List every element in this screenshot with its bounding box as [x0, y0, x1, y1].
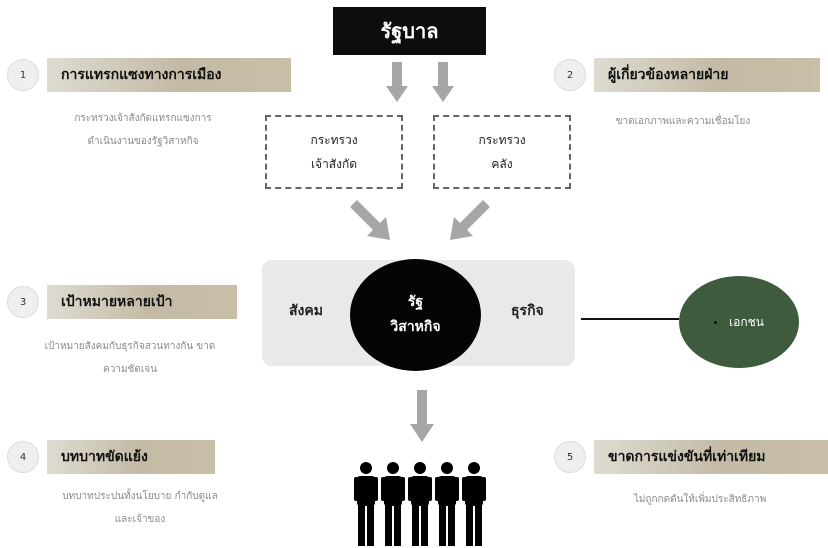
issue-4-description: บทบาทประปนทั้งนโยบาย กำกับดูแล และเจ้าขอ… [20, 485, 260, 531]
issue-4-number: 4 [7, 441, 39, 473]
issue-4-title: บทบาทขัดแย้ง [47, 440, 215, 474]
issue-5-title: ขาดการแข่งขันที่เท่าเทียม [594, 440, 828, 474]
arrow-diagonal-right-icon [350, 200, 396, 246]
issue-1-description: กระทรวงเจ้าสังกัดแทรกแซงการ ดำเนินงานของ… [22, 107, 264, 153]
state-enterprise-ellipse: รัฐ วิสาหกิจ [350, 259, 481, 371]
society-label: สังคม [289, 303, 323, 319]
state-enterprise-line1: รัฐ [407, 294, 424, 310]
issue-2-number: 2 [554, 59, 586, 91]
ministry-parent-box: กระทรวง เจ้าสังกัด [265, 115, 403, 189]
arrow-down-icon [432, 62, 454, 102]
issue-5-desc-line1: ไม่ถูกกดดันให้เพิ่มประสิทธิภาพ [633, 494, 767, 505]
people-group-icon [354, 462, 499, 546]
ministry-finance-line2: คลัง [491, 157, 513, 171]
issue-3-title: เป้าหมายหลายเป้า [47, 285, 237, 319]
ministry-finance-box: กระทรวง คลัง [433, 115, 571, 189]
issue-2-desc-line1: ขาดเอกภาพและความเชื่อมโยง [615, 116, 751, 127]
issue-1-title: การแทรกแซงทางการเมือง [47, 58, 291, 92]
issue-3-header: 3 เป้าหมายหลายเป้า [7, 285, 237, 319]
private-sector-label: เอกชน [729, 314, 764, 329]
issue-4-desc-line1: บทบาทประปนทั้งนโยบาย กำกับดูแล [62, 491, 218, 502]
ministry-parent-line1: กระทรวง [310, 133, 358, 147]
issue-1-header: 1 การแทรกแซงทางการเมือง [7, 58, 291, 92]
arrow-down-icon [386, 62, 408, 102]
state-enterprise-line2: วิสาหกิจ [390, 319, 441, 335]
issue-2-header: 2 ผู้เกี่ยวข้องหลายฝ่าย [554, 58, 820, 92]
ministry-finance-line1: กระทรวง [478, 133, 526, 147]
issue-2-description: ขาดเอกภาพและความเชื่อมโยง [562, 110, 804, 133]
issue-5-description: ไม่ถูกกดดันให้เพิ่มประสิทธิภาพ [590, 488, 810, 511]
issue-5-header: 5 ขาดการแข่งขันที่เท่าเทียม [554, 440, 828, 474]
business-label: ธุรกิจ [511, 303, 544, 319]
issue-1-desc-line1: กระทรวงเจ้าสังกัดแทรกแซงการ [74, 113, 212, 124]
issue-1-desc-line2: ดำเนินงานของรัฐวิสาหกิจ [87, 136, 199, 147]
issue-4-desc-line2: และเจ้าของ [114, 514, 166, 525]
issue-1-number: 1 [7, 59, 39, 91]
dot-icon [714, 320, 718, 324]
issue-5-number: 5 [554, 441, 586, 473]
arrow-down-icon [410, 390, 434, 442]
ministry-parent-line2: เจ้าสังกัด [310, 157, 358, 171]
issue-3-desc-line2: ความชัดเจน [103, 364, 157, 375]
issue-4-header: 4 บทบาทขัดแย้ง [7, 440, 215, 474]
issue-2-title: ผู้เกี่ยวข้องหลายฝ่าย [594, 58, 820, 92]
private-connector-line [581, 318, 679, 320]
issue-3-number: 3 [7, 286, 39, 318]
private-sector-ellipse: เอกชน [679, 276, 799, 368]
issue-3-desc-line1: เป้าหมายสังคมกับธุรกิจสวนทางกัน ขาด [44, 341, 216, 352]
government-box: รัฐบาล [333, 7, 486, 55]
government-label: รัฐบาล [380, 19, 439, 43]
issue-3-description: เป้าหมายสังคมกับธุรกิจสวนทางกัน ขาด ความ… [0, 335, 260, 381]
arrow-diagonal-left-icon [444, 200, 490, 246]
